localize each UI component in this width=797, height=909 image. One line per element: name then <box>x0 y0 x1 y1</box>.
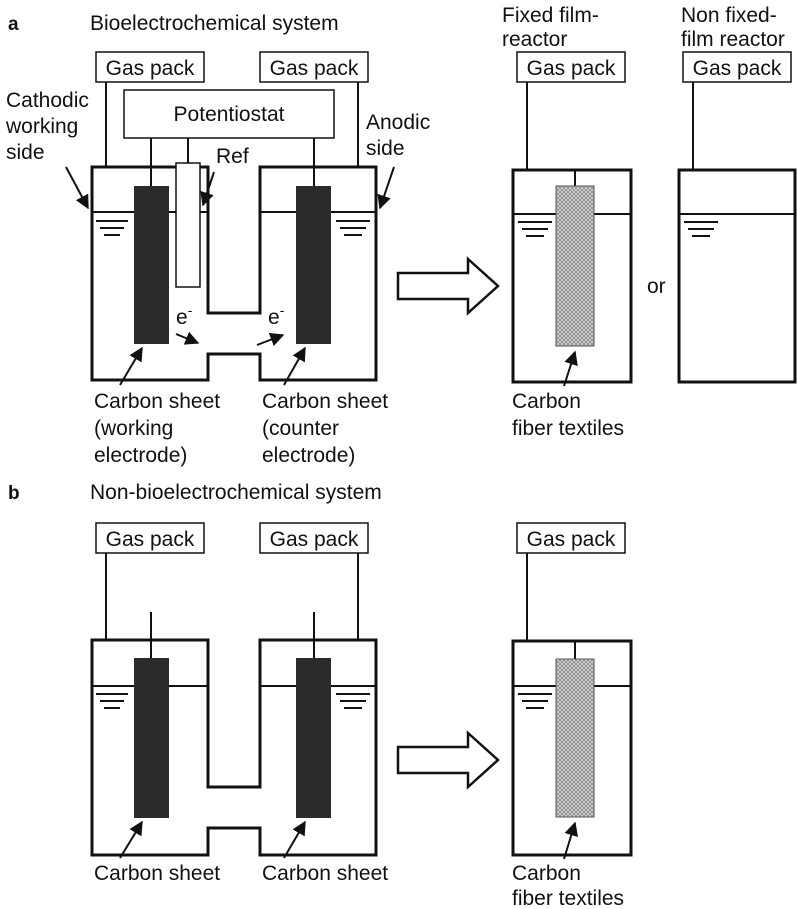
water-symbol-b-fixed <box>518 693 552 709</box>
gas-pack-box-b-left <box>95 522 205 554</box>
gas-pack-label-right: Gas pack <box>270 57 359 80</box>
carbon-sheet-label-b-left: Carbon sheet <box>94 862 220 885</box>
reference-electrode <box>175 162 201 288</box>
anodic-label-1: Anodic <box>366 111 430 134</box>
panel-a-letter: a <box>8 14 19 35</box>
electron-arrow-left <box>175 331 200 345</box>
gas-pack-label-nonfixed: Gas pack <box>693 57 782 80</box>
non-fixed-film-title-1: Non fixed- <box>681 4 777 27</box>
gas-pack-label-fixed: Gas pack <box>527 57 616 80</box>
fixed-film-title-2: reactor <box>502 28 567 51</box>
carbon-fiber-textile-b <box>555 658 595 818</box>
gas-pack-box-b-fixed <box>516 522 626 554</box>
gas-pack-label-left: Gas pack <box>106 57 195 80</box>
electron-label-right: e- <box>268 302 285 329</box>
working-electrode-label-3: electrode) <box>94 444 187 467</box>
fixed-film-vessel-b <box>511 639 633 857</box>
working-electrode <box>134 186 169 344</box>
cathodic-arrow <box>65 166 89 210</box>
carbon-fiber-arrow-b <box>563 821 579 860</box>
cathodic-label-1: Cathodic <box>6 89 89 112</box>
carbon-fiber-label-b-2: fiber textiles <box>512 887 624 909</box>
carbon-sheet-arrow-b-right <box>283 820 306 859</box>
non-fixed-film-vessel <box>677 168 797 384</box>
water-symbol-nonfixed <box>684 221 718 237</box>
carbon-fiber-label-a-1: Carbon <box>512 390 581 413</box>
working-electrode-label-2: (working <box>94 417 173 440</box>
counter-electrode-arrow <box>283 346 306 386</box>
carbon-fiber-textile <box>555 185 595 347</box>
gas-pack-label-b-fixed: Gas pack <box>527 528 616 551</box>
carbon-sheet-b-right <box>296 658 331 818</box>
fixed-film-title-1: Fixed film- <box>502 4 599 27</box>
carbon-sheet-b-left <box>134 658 169 818</box>
gas-pack-box-nonfixed <box>682 51 792 83</box>
counter-electrode-label-1: Carbon sheet <box>262 390 388 413</box>
transition-arrow-a <box>396 256 500 316</box>
potentiostat-box <box>123 89 335 139</box>
gas-pack-label-b-right: Gas pack <box>270 528 359 551</box>
carbon-fiber-arrow-a <box>563 350 578 387</box>
gas-pack-box-left <box>95 51 205 83</box>
counter-electrode-label-2: (counter <box>262 417 339 440</box>
water-symbol-b-right <box>336 693 370 709</box>
panel-b-letter: b <box>8 483 20 504</box>
water-symbol-b-left <box>96 693 128 709</box>
carbon-fiber-label-a-2: fiber textiles <box>512 417 624 440</box>
electron-arrow-right <box>256 332 285 347</box>
gas-pack-box-fixed <box>516 51 626 83</box>
counter-electrode <box>296 186 331 344</box>
counter-electrode-label-3: electrode) <box>262 444 355 467</box>
working-electrode-arrow <box>119 346 143 386</box>
panel-a: a Bioelectrochemical system Gas pack Gas… <box>5 4 797 467</box>
anodic-arrow <box>377 166 395 210</box>
h-cell-outline-b <box>90 638 378 857</box>
gas-pack-box-b-right <box>259 522 369 554</box>
potentiostat-label: Potentiostat <box>174 103 285 126</box>
or-label: or <box>647 275 666 298</box>
panel-b-title: Non-bioelectrochemical system <box>90 481 382 504</box>
water-symbol-left <box>96 220 128 236</box>
carbon-sheet-arrow-b-left <box>119 820 143 859</box>
water-symbol-right <box>336 220 370 236</box>
gas-pack-box-right <box>259 51 369 83</box>
gas-pack-label-b-left: Gas pack <box>106 528 195 551</box>
ref-arrow <box>200 171 215 207</box>
anodic-label-2: side <box>366 137 405 160</box>
electron-label-left: e- <box>176 302 193 329</box>
fixed-film-vessel <box>511 168 633 384</box>
water-symbol-fixed <box>518 221 552 237</box>
cathodic-label-2: working <box>5 115 78 138</box>
panel-a-title: Bioelectrochemical system <box>90 12 339 35</box>
working-electrode-label-1: Carbon sheet <box>94 390 220 413</box>
h-cell-outline <box>90 165 378 382</box>
transition-arrow-b <box>396 730 500 790</box>
carbon-sheet-label-b-right: Carbon sheet <box>262 862 388 885</box>
ref-label: Ref <box>216 145 249 168</box>
panel-b: b Non-bioelectrochemical system Gas pack… <box>8 481 633 909</box>
non-fixed-film-title-2: film reactor <box>681 28 785 51</box>
carbon-fiber-label-b-1: Carbon <box>512 862 581 885</box>
cathodic-label-3: side <box>6 141 45 164</box>
